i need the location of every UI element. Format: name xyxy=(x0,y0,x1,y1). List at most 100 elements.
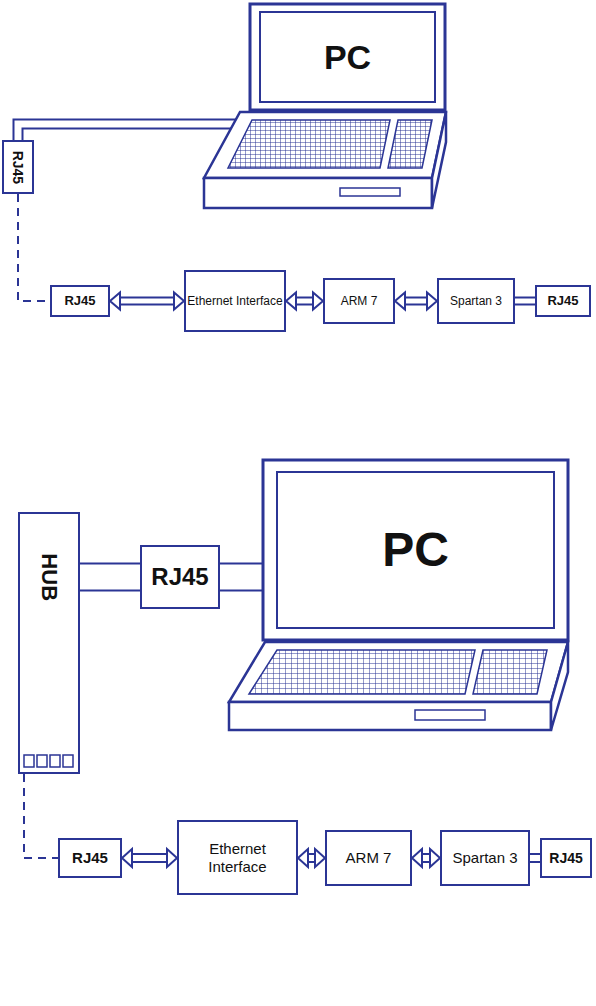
keyboard xyxy=(228,120,390,168)
drive-slot xyxy=(340,188,400,196)
arrow-head xyxy=(412,849,422,867)
laptop-pc: PC xyxy=(200,2,448,215)
line-inner xyxy=(18,124,200,140)
rj45-connector: RJ45 xyxy=(140,545,220,609)
laptop-side xyxy=(551,642,568,730)
arrow-head xyxy=(430,849,440,867)
node-label: HUB xyxy=(36,553,62,601)
hub-port xyxy=(63,755,73,767)
node-label: RJ45 xyxy=(549,850,582,867)
screen-label: PC xyxy=(260,12,435,102)
double-arrow xyxy=(286,293,323,310)
cable-connector xyxy=(18,124,200,140)
line-inner xyxy=(220,565,225,590)
dashed-line xyxy=(24,774,58,858)
arrow-head xyxy=(395,293,405,310)
rj45-connector: RJ45 xyxy=(535,285,591,317)
line-inner xyxy=(515,299,535,304)
node-label: ARM 7 xyxy=(346,849,392,867)
dashed-line xyxy=(18,194,50,301)
node-label: ARM 7 xyxy=(341,294,378,308)
line-inner xyxy=(308,855,315,861)
line-inner xyxy=(120,299,174,304)
line-outer xyxy=(18,124,200,140)
screen xyxy=(260,12,435,102)
node-label: Ethernet Interface xyxy=(187,294,282,308)
processor-box: ARM 7 xyxy=(323,278,395,324)
ethernet-interface-box: Ethernet Interface xyxy=(177,820,298,895)
cable-connector xyxy=(530,858,540,859)
line-outer xyxy=(296,297,313,306)
arrow-head xyxy=(298,849,308,867)
laptop-illustration xyxy=(200,2,448,215)
line-inner xyxy=(132,855,167,861)
laptop-pc: PC xyxy=(225,458,570,735)
rj45-connector: RJ45 xyxy=(2,140,34,194)
arrow-head xyxy=(122,849,132,867)
node-label: Ethernet Interface xyxy=(179,840,296,876)
screen-bezel xyxy=(250,4,445,110)
rj45-connector: RJ45 xyxy=(58,838,122,878)
laptop-base xyxy=(229,642,568,702)
double-arrow xyxy=(122,849,177,867)
laptop-side xyxy=(432,112,446,208)
arrow-head xyxy=(313,293,323,310)
double-arrow xyxy=(412,849,440,867)
line-inner xyxy=(405,299,427,304)
keypad xyxy=(388,120,432,168)
laptop-front xyxy=(229,702,551,730)
hub-port xyxy=(37,755,47,767)
hub-port xyxy=(24,755,34,767)
node-label: Spartan 3 xyxy=(450,294,502,308)
hub-ports xyxy=(18,512,80,774)
node-label: RJ45 xyxy=(151,563,208,592)
line-outer xyxy=(80,563,140,592)
line-outer xyxy=(422,853,430,863)
line-outer xyxy=(405,297,427,306)
double-arrow xyxy=(298,849,325,867)
line-inner xyxy=(80,565,140,590)
keypad xyxy=(473,650,547,694)
line-outer xyxy=(220,563,225,592)
node-label: RJ45 xyxy=(547,293,578,309)
node-label: RJ45 xyxy=(72,849,108,867)
cable-connector xyxy=(80,577,140,578)
laptop-front xyxy=(204,178,432,208)
node-label: Spartan 3 xyxy=(452,849,517,867)
line-outer xyxy=(120,297,174,306)
line-outer xyxy=(308,853,315,863)
line-inner xyxy=(422,855,430,861)
double-arrow xyxy=(395,293,437,310)
processor-box: ARM 7 xyxy=(325,830,412,886)
line-outer xyxy=(530,853,540,863)
cable-connector xyxy=(220,577,225,578)
line-inner xyxy=(296,299,313,304)
arrow-head xyxy=(110,293,120,310)
network-hub: HUB xyxy=(18,512,80,774)
laptop-base xyxy=(204,112,446,178)
laptop-illustration xyxy=(225,458,570,735)
dashed-cable xyxy=(18,194,50,301)
arrow-head xyxy=(427,293,437,310)
arrow-head xyxy=(174,293,184,310)
arrow-head xyxy=(286,293,296,310)
arrow-head xyxy=(315,849,325,867)
fpga-box: Spartan 3 xyxy=(437,278,515,324)
screen-bezel xyxy=(263,460,568,640)
drive-slot xyxy=(415,710,485,720)
node-label: RJ45 xyxy=(64,293,95,309)
arrow-head xyxy=(167,849,177,867)
hub-port xyxy=(50,755,60,767)
screen xyxy=(277,472,554,628)
dashed-cable xyxy=(24,774,58,858)
rj45-connector: RJ45 xyxy=(540,838,592,878)
keyboard xyxy=(249,650,475,694)
rj45-connector: RJ45 xyxy=(50,285,110,317)
double-arrow xyxy=(110,293,184,310)
cable-connector xyxy=(515,301,535,302)
screen-label: PC xyxy=(277,472,554,628)
fpga-box: Spartan 3 xyxy=(440,830,530,886)
node-label: RJ45 xyxy=(10,150,27,183)
ethernet-interface-box: Ethernet Interface xyxy=(184,270,286,332)
